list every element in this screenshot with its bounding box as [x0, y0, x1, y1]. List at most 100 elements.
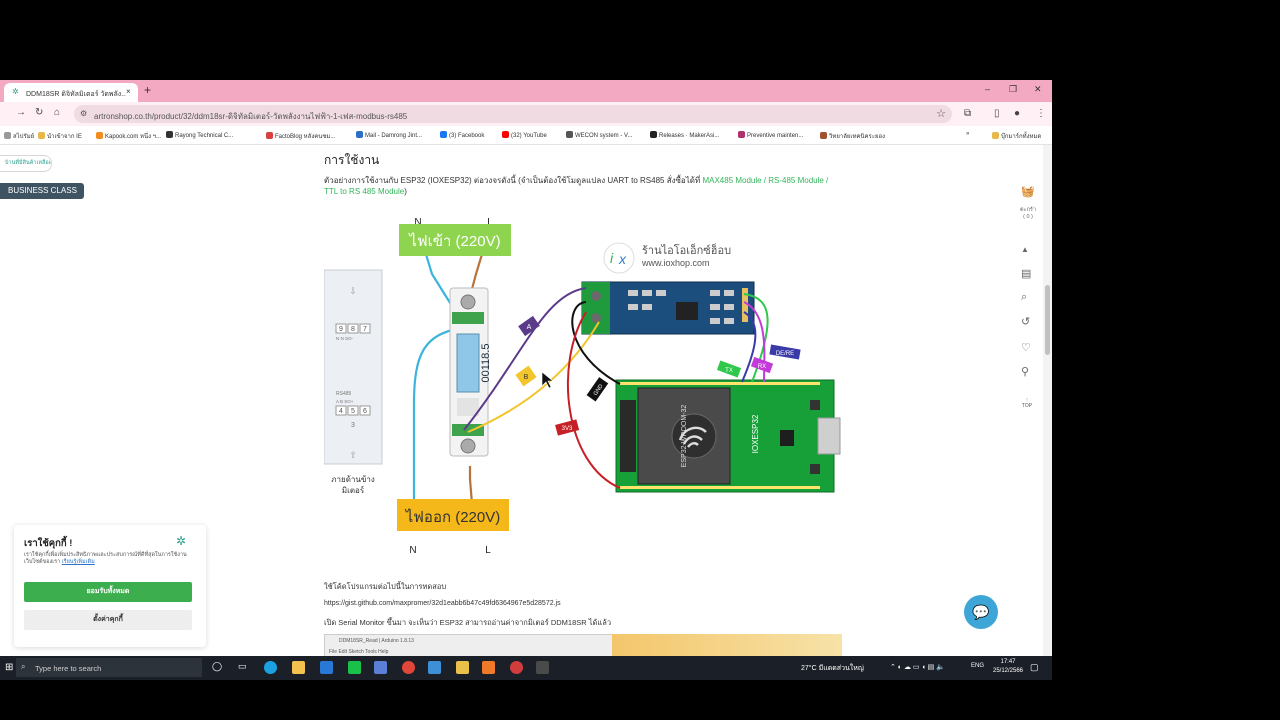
- bookmark-label: สไปรัมย์: [13, 134, 35, 140]
- folder-icon[interactable]: [456, 661, 469, 674]
- section-title: การใช้งาน: [324, 153, 380, 167]
- clock-date: 25/12/2566: [992, 668, 1024, 674]
- cortana-icon[interactable]: ◯: [212, 661, 223, 671]
- bookmarks-bar: สไปรัมย์นำเข้าจาก IE Kapook.com หนึ่ง ฯ..…: [0, 126, 1052, 145]
- bookmark-favicon-icon: [650, 131, 657, 138]
- scrollbar-thumb[interactable]: [1045, 285, 1050, 355]
- business-class-button[interactable]: BUSINESS CLASS: [0, 183, 84, 199]
- bookmark-label: (3) Facebook: [449, 133, 485, 139]
- bookmark-label: บุ๊กมาร์กทั้งหมด: [1001, 134, 1042, 140]
- menu-kebab-icon[interactable]: ⋮: [1036, 108, 1046, 119]
- bookmark-label: FactoBlog หลังคนชม...: [275, 134, 336, 140]
- bookmark-item[interactable]: Rayong Technical C...: [166, 131, 233, 139]
- rs485-header-pins: [742, 288, 748, 322]
- mail-icon[interactable]: [320, 661, 333, 674]
- tab-close-button[interactable]: ×: [126, 87, 131, 96]
- wire-a: [463, 287, 587, 431]
- clipboard-icon[interactable]: ▤: [1021, 268, 1032, 280]
- app4-icon[interactable]: [536, 661, 549, 674]
- cookie-learn-more-link[interactable]: เรียนรู้เพิ่มเติม: [61, 559, 95, 565]
- page-scrollbar[interactable]: [1043, 145, 1052, 665]
- power-out-box: [397, 499, 509, 531]
- history-icon[interactable]: ↺: [1021, 316, 1031, 328]
- module-link[interactable]: MAX485 Module / RS-485 Module / TTL to R…: [324, 176, 829, 196]
- bookmark-item[interactable]: WECON system - V...: [566, 131, 632, 139]
- task-view-icon[interactable]: ▭: [238, 661, 247, 671]
- cart-label[interactable]: ตะกร้า( 0 ): [1016, 207, 1040, 221]
- rs485-chip: [676, 302, 698, 320]
- reload-icon[interactable]: ↻: [35, 107, 44, 118]
- language-indicator[interactable]: ENG: [971, 663, 985, 669]
- bookmark-item[interactable]: บุ๊กมาร์กทั้งหมด: [992, 131, 1041, 141]
- board-label: IOXESP32: [751, 414, 760, 453]
- line-icon[interactable]: [348, 661, 361, 674]
- chat-button[interactable]: 💬: [964, 595, 998, 629]
- browser-tab[interactable]: ✲ DDM18SR ดิจิทัลมิเตอร์ วัดพลัง... ×: [4, 83, 138, 102]
- bookmark-item[interactable]: (3) Facebook: [440, 131, 484, 139]
- file-explorer-icon[interactable]: [292, 661, 305, 674]
- app-icon[interactable]: [374, 661, 387, 674]
- cookie-consent-popup: เราใช้คุกกี้ ! ✲ เราใช้คุกกี้เพื่อเพิ่มป…: [14, 525, 206, 647]
- cookie-settings-button[interactable]: ตั้งค่าคุกกี้: [24, 610, 192, 630]
- back-to-top-button[interactable]: ↑TOP: [1017, 397, 1037, 409]
- extensions-icon[interactable]: ⧉: [964, 108, 972, 119]
- rs485-label: RS485: [336, 391, 352, 397]
- chrome-icon[interactable]: [402, 661, 415, 674]
- meter-bottom-screw: [460, 438, 476, 454]
- start-button-icon[interactable]: ⊞: [5, 662, 14, 673]
- calculator-icon[interactable]: [428, 661, 441, 674]
- bookmark-favicon-icon: [820, 132, 827, 139]
- bookmark-item[interactable]: Kapook.com หนึ่ง ฯ...: [96, 131, 161, 141]
- meter-top-terminals: [452, 312, 484, 324]
- accept-all-button[interactable]: ยอมรับทั้งหมด: [24, 582, 192, 602]
- address-bar[interactable]: ⚙ artronshop.co.th/product/32/ddm18sr-ดิ…: [74, 105, 952, 123]
- tag-de-re: DE/RE: [769, 344, 801, 360]
- taskbar-search[interactable]: ⌕ Type here to search: [16, 658, 202, 677]
- bookmarks-overflow-icon[interactable]: »: [966, 131, 970, 137]
- edge-icon[interactable]: [264, 661, 277, 674]
- maximize-button[interactable]: ❐: [1009, 84, 1018, 94]
- cart-icon[interactable]: 🧺: [1021, 186, 1035, 198]
- bookmark-item[interactable]: (32) YouTube: [502, 131, 547, 139]
- user-search-icon[interactable]: ⚲: [1021, 366, 1030, 378]
- meter-bottom-terminals: [452, 424, 484, 436]
- power-in-label: ไฟเข้า (220V): [408, 232, 500, 250]
- minimize-button[interactable]: –: [985, 84, 991, 94]
- bookmark-item[interactable]: FactoBlog หลังคนชม...: [266, 131, 335, 141]
- bookmark-item[interactable]: Mail - Damrong Jint...: [356, 131, 422, 139]
- bookmark-label: (32) YouTube: [511, 133, 547, 139]
- side-note-pill[interactable]: บ้านที่มีสินค้าเหลือแล้ว: [0, 155, 52, 172]
- scroll-up-icon[interactable]: ▲: [1021, 245, 1029, 254]
- back-icon[interactable]: →: [16, 107, 26, 118]
- right-toolbar: 🧺 ตะกร้า( 0 ) ▲ ▤ ⌕ ↺ ♡ ⚲ ↑TOP: [1010, 185, 1044, 415]
- bookmark-item[interactable]: Releases · MakerAsi...: [650, 131, 719, 139]
- bookmark-favicon-icon: [356, 131, 363, 138]
- bookmark-item[interactable]: Preventive mainten...: [738, 131, 803, 139]
- svg-text:i: i: [610, 250, 614, 266]
- profile-avatar-icon[interactable]: ●: [1014, 108, 1021, 119]
- terminal-labels: A B SO+: [336, 399, 354, 404]
- bookmark-item[interactable]: นำเข้าจาก IE: [38, 131, 82, 141]
- bookmark-item[interactable]: สไปรัมย์: [4, 131, 34, 141]
- bookmark-item[interactable]: วิทยาลัยเทคนิคระยอง: [820, 131, 885, 141]
- search-icon[interactable]: ⌕: [1021, 291, 1028, 303]
- artronshop-logo-icon: ✲: [176, 534, 187, 548]
- close-window-button[interactable]: ✕: [1034, 84, 1042, 94]
- system-tray-icons[interactable]: ⌃ ◐ ☁ ▭ ◖ ▤ 🔈: [890, 664, 945, 671]
- new-tab-button[interactable]: +: [144, 83, 152, 97]
- app2-icon[interactable]: [482, 661, 495, 674]
- home-icon[interactable]: ⌂: [54, 107, 61, 118]
- heart-icon[interactable]: ♡: [1021, 342, 1031, 354]
- notification-icon[interactable]: ▢: [1030, 662, 1039, 672]
- svg-text:DE/RE: DE/RE: [776, 351, 794, 357]
- weather-widget[interactable]: 27°C มีแดดส่วนใหญ่: [801, 665, 864, 672]
- app3-icon[interactable]: [510, 661, 523, 674]
- bookmark-label: Rayong Technical C...: [175, 133, 234, 139]
- site-info-icon[interactable]: ⚙: [80, 109, 88, 118]
- sidepanel-icon[interactable]: ▯: [994, 108, 1000, 119]
- wire-3v3: [567, 311, 621, 489]
- meter-top-screw: [460, 294, 476, 310]
- gist-url[interactable]: https://gist.github.com/maxpromer/32d1ea…: [324, 600, 561, 607]
- bookmark-star-icon[interactable]: ☆: [936, 108, 946, 120]
